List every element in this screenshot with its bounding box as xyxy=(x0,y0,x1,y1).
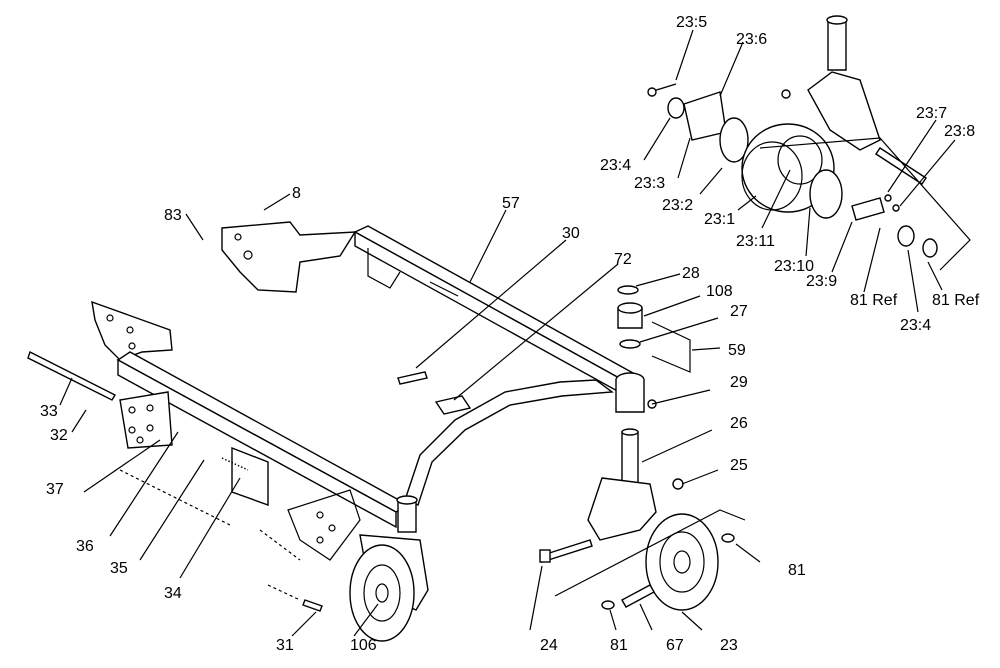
label-25: 25 xyxy=(730,457,748,474)
caster-assembly-right xyxy=(539,285,746,611)
label-23-4-a: 23:4 xyxy=(600,157,631,174)
label-8: 8 xyxy=(292,185,301,202)
label-36: 36 xyxy=(76,538,94,555)
label-67: 67 xyxy=(666,637,684,654)
label-34: 34 xyxy=(164,585,182,602)
label-81-ref-b: 81 Ref xyxy=(932,292,980,309)
leader-lines xyxy=(59,29,956,637)
label-81-b: 81 xyxy=(610,637,628,654)
label-26: 26 xyxy=(730,415,748,432)
label-23-10: 23:10 xyxy=(774,258,814,275)
label-32: 32 xyxy=(50,427,68,444)
label-33: 33 xyxy=(40,403,58,420)
label-29: 29 xyxy=(730,374,748,391)
exploded-wheel-detail xyxy=(647,15,971,271)
label-23-6: 23:6 xyxy=(736,31,767,48)
label-108: 108 xyxy=(706,283,733,300)
label-23-11: 23:11 xyxy=(736,233,775,250)
label-31: 31 xyxy=(276,637,294,654)
label-83: 83 xyxy=(164,207,182,224)
label-72: 72 xyxy=(614,251,632,268)
label-27: 27 xyxy=(730,303,748,320)
label-23-3: 23:3 xyxy=(634,175,665,192)
label-23-1: 23:1 xyxy=(704,211,735,228)
label-57: 57 xyxy=(502,195,520,212)
label-81-ref-a: 81 Ref xyxy=(850,292,898,309)
label-30: 30 xyxy=(562,225,580,242)
mower-frame xyxy=(27,221,644,642)
label-37: 37 xyxy=(46,481,64,498)
label-23: 23 xyxy=(720,637,738,654)
label-23-8: 23:8 xyxy=(944,123,975,140)
label-106: 106 xyxy=(350,637,377,654)
part-labels: 23:5 23:6 23:7 23:8 23:4 23:3 23:2 23:1 … xyxy=(40,14,980,654)
label-23-9: 23:9 xyxy=(806,273,837,290)
label-28: 28 xyxy=(682,265,700,282)
label-24: 24 xyxy=(540,637,558,654)
label-81-a: 81 xyxy=(788,562,806,579)
label-23-5: 23:5 xyxy=(676,14,707,31)
label-35: 35 xyxy=(110,560,128,577)
label-59: 59 xyxy=(728,342,746,359)
label-23-4-b: 23:4 xyxy=(900,317,931,334)
label-23-2: 23:2 xyxy=(662,197,693,214)
label-23-7: 23:7 xyxy=(916,105,947,122)
